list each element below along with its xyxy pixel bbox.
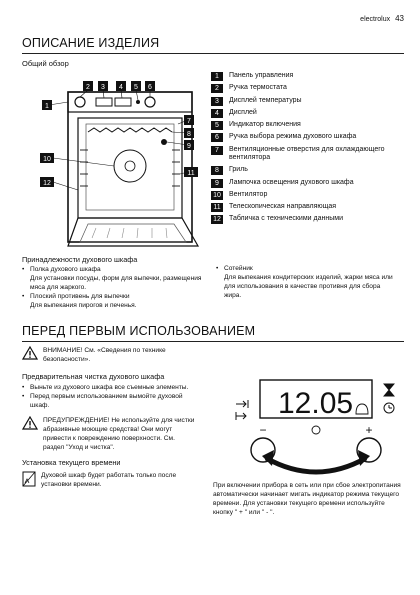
svg-text:12: 12: [43, 180, 51, 187]
control-panel: [67, 91, 193, 113]
hourglass-icon: [383, 383, 395, 397]
fan-icon: [113, 149, 147, 183]
before-use-left: ВНИМАНИЕ! См. «Сведения по технике безоп…: [22, 346, 198, 489]
oven-door: [67, 217, 200, 247]
display-time-readout: 12.05: [278, 387, 353, 420]
svg-text:2: 2: [86, 84, 90, 91]
clock-small-icon: [311, 425, 321, 435]
accessory-desc: Для установки посуды, форм для выпечки, …: [30, 275, 202, 291]
thermostat-knob-icon: [74, 96, 86, 108]
svg-text:8: 8: [187, 131, 191, 138]
oven-diagram: 1 2 3 4 5 6 7 8 9 10 11 12: [40, 81, 200, 247]
minus-label: −: [259, 423, 266, 437]
time-note-text: Духовой шкаф будет работать только после…: [41, 472, 177, 488]
warning-icon: [22, 346, 38, 360]
bell-icon: [355, 403, 369, 415]
svg-text:11: 11: [187, 170, 194, 177]
info-note-icon: [22, 471, 36, 487]
press-arrow-icon: [264, 455, 368, 475]
accessories-block: Принадлежности духового шкафа Полка духо…: [22, 255, 206, 310]
caution-text: ПРЕДУПРЕЖДЕНИЕ! Не используйте для чистк…: [43, 417, 195, 451]
accessory-name: Сотейник: [216, 264, 396, 273]
display-icon: [114, 97, 132, 107]
page-header: electrolux 43: [360, 14, 404, 23]
accessory-desc: Для выпекания пирогов и печенья.: [30, 302, 137, 309]
arrow-out-icon: [235, 412, 247, 420]
svg-text:3: 3: [101, 84, 105, 91]
lamp-icon: [161, 139, 167, 145]
accessory-desc: Для выпекания кондитерских изделий, жарк…: [224, 274, 393, 299]
svg-text:1: 1: [45, 103, 49, 110]
accessory-name: Плоский противень для выпечки: [22, 292, 206, 301]
svg-text:5: 5: [134, 84, 138, 91]
accessory-name: Полка духового шкафа: [22, 265, 206, 274]
brand-name: electrolux: [360, 16, 391, 23]
overview-heading: Общий обзор: [22, 59, 69, 68]
display-frame: [259, 379, 373, 419]
arrow-in-icon: [236, 400, 249, 408]
svg-text:6: 6: [148, 84, 152, 91]
plus-label: +: [365, 423, 372, 437]
clock-icon: [383, 402, 395, 414]
page-number: 43: [395, 14, 404, 23]
time-title: Установка текущего времени: [22, 458, 121, 467]
cleaning-step: Перед первым использованием вымойте духо…: [22, 392, 198, 410]
grill-element: [87, 127, 173, 133]
side-rails: [80, 149, 180, 187]
warning-text: ВНИМАНИЕ! См. «Сведения по технике безоп…: [43, 347, 166, 363]
clock-panel-diagram: 12.05 − +: [235, 379, 395, 475]
caution-icon: [22, 416, 38, 430]
time-setting-description: При включении прибора в сеть или при сбо…: [213, 482, 401, 516]
section-rule: [22, 341, 404, 342]
minus-button-icon: [250, 437, 276, 463]
oven-body: [67, 91, 193, 243]
accessories-block-2: Сотейник Для выпекания кондитерских изде…: [216, 264, 396, 300]
svg-text:7: 7: [187, 118, 191, 125]
function-knob-icon: [144, 96, 156, 108]
section-title-description: ОПИСАНИЕ ИЗДЕЛИЯ: [22, 36, 160, 50]
oven-cavity: [77, 117, 183, 219]
accessories-title: Принадлежности духового шкафа: [22, 255, 138, 264]
power-indicator-icon: [136, 100, 140, 104]
cleaning-title: Предварительная чистка духового шкафа: [22, 372, 165, 381]
section-rule: [22, 53, 404, 54]
plus-button-icon: [356, 437, 382, 463]
svg-text:4: 4: [119, 84, 123, 91]
callout-labels: 1 2 3 4 5 6 7 8 9 10 11 12: [40, 81, 198, 187]
temp-display-icon: [95, 97, 113, 107]
svg-text:9: 9: [187, 143, 191, 150]
svg-text:10: 10: [43, 156, 51, 163]
leader-lines: [48, 89, 189, 191]
section-title-before-use: ПЕРЕД ПЕРВЫМ ИСПОЛЬЗОВАНИЕМ: [22, 324, 256, 338]
cleaning-step: Выньте из духового шкафа все съемные эле…: [22, 383, 198, 392]
